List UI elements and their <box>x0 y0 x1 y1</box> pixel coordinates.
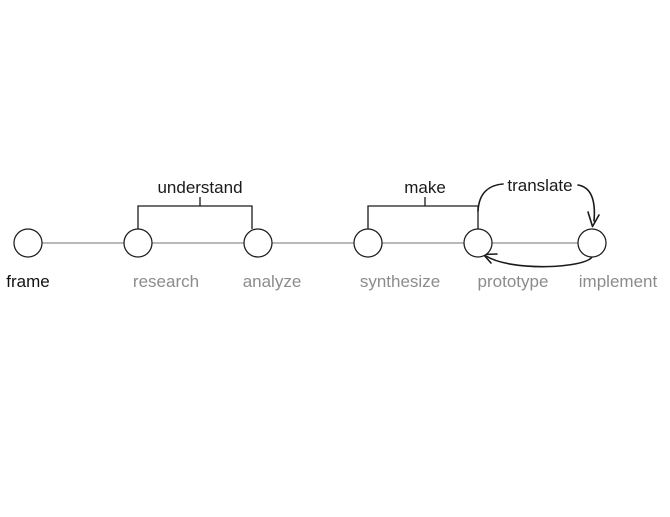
node-circle-research[interactable] <box>123 228 153 258</box>
bracket-understand-path <box>137 205 253 229</box>
node-label-implement: implement <box>579 272 658 291</box>
node-circle-synthesize[interactable] <box>353 228 383 258</box>
node-label-research: research <box>133 272 199 291</box>
node-label-analyze: analyze <box>243 272 302 291</box>
node-circle-prototype[interactable] <box>463 228 493 258</box>
loop-translate-forward-left-arc <box>477 183 504 212</box>
arrowhead-to-implement <box>587 211 600 228</box>
group-label-understand: understand <box>157 178 242 197</box>
bracket-make <box>367 197 479 229</box>
loop-translate-return <box>482 253 593 268</box>
loop-label-translate: translate <box>507 176 572 195</box>
node-label-synthesize: synthesize <box>360 272 440 291</box>
node-circle-implement[interactable] <box>577 228 607 258</box>
node-labels: frame research analyze synthesize protot… <box>6 272 657 291</box>
loop-translate-return-arc <box>485 255 593 268</box>
node-circle-analyze[interactable] <box>243 228 273 258</box>
node-circle-frame[interactable] <box>13 228 43 258</box>
node-label-prototype: prototype <box>478 272 549 291</box>
loop-translate-forward-right-arc <box>577 184 596 222</box>
bracket-understand <box>137 197 253 229</box>
group-label-make: make <box>404 178 446 197</box>
node-circles <box>13 228 607 258</box>
group-labels: understand make translate <box>157 176 572 197</box>
bracket-make-path <box>367 205 479 229</box>
loop-translate-forward <box>477 183 600 228</box>
node-label-frame: frame <box>6 272 49 291</box>
